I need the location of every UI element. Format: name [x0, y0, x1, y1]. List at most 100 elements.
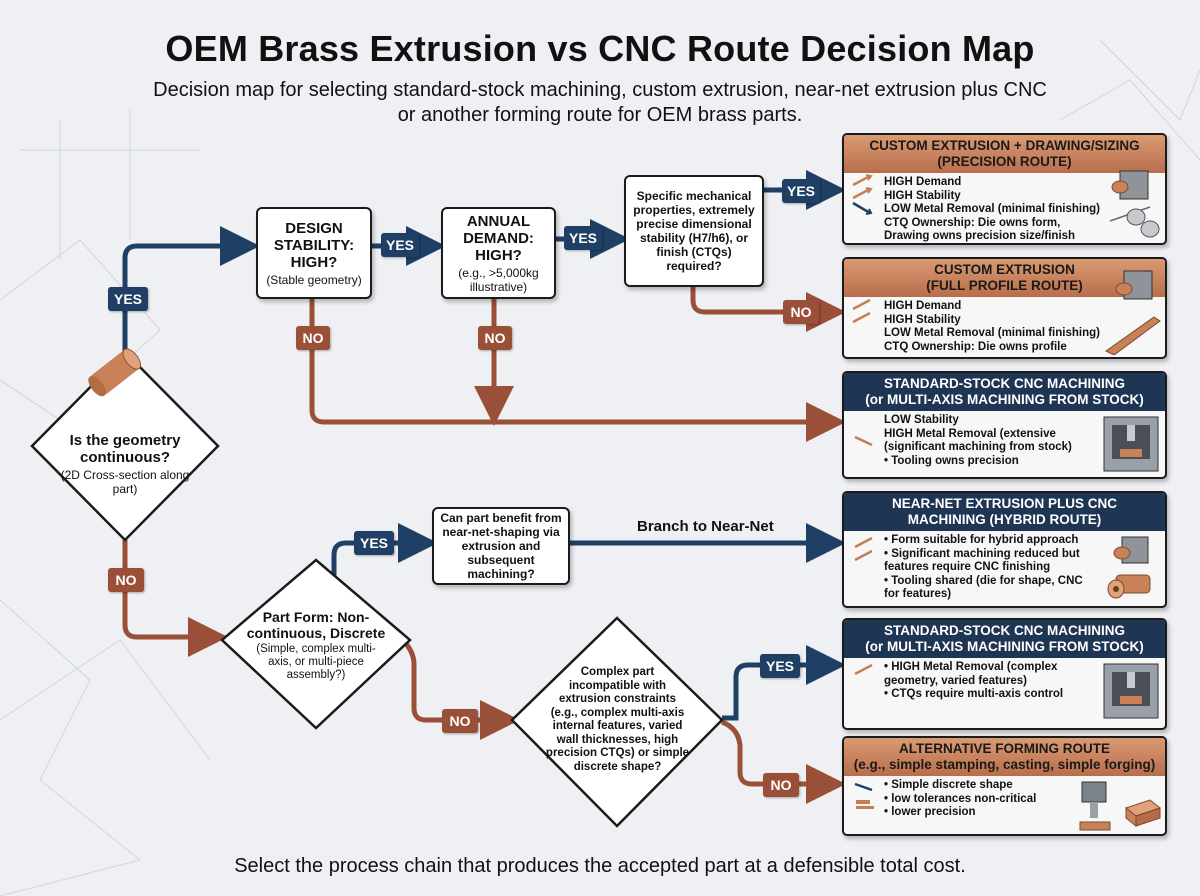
list-item: features require CNC finishing [884, 561, 1051, 573]
near-net-question: Can part benefit from near-net-shaping v… [440, 511, 562, 581]
tag-yes-complex: YES [760, 654, 800, 678]
design-stability-box: DESIGN STABILITY: HIGH? (Stable geometry… [256, 207, 372, 299]
background-network [0, 39, 1200, 896]
list-item: geometry, varied features) [884, 674, 1027, 687]
result-full-profile-body: HIGH Demand HIGH Stability LOW Metal Rem… [844, 297, 1165, 357]
tag-no-ctq: NO [783, 300, 819, 324]
tag-yes-demand: YES [564, 226, 602, 250]
result-precision-title: CUSTOM EXTRUSION + DRAWING/SIZING [869, 138, 1140, 153]
forming-press-icon [1079, 781, 1162, 831]
copper-rod-illustration [88, 348, 142, 397]
tag-yes-partform: YES [354, 531, 394, 555]
list-item: for features) [884, 588, 952, 600]
list-item: • Simple discrete shape [884, 779, 1013, 791]
trend-arrows-icon [854, 782, 874, 809]
list-item: Drawing owns precision size/finish [884, 230, 1076, 242]
result-precision-subtitle: (PRECISION ROUTE) [937, 154, 1072, 169]
list-item: • Significant machining reduced but [884, 547, 1080, 560]
design-stability-note: (Stable geometry) [266, 272, 362, 287]
page-subtitle: Decision map for selecting standard-stoc… [153, 79, 1047, 126]
result-stock-cnc-top-header: STANDARD-STOCK CNC MACHINING (or MULTI-A… [844, 373, 1165, 411]
list-item: • Tooling owns precision [884, 454, 1019, 467]
near-net-box: Can part benefit from near-net-shaping v… [432, 507, 570, 585]
result-stock-cnc-bottom-subtitle: (or MULTI-AXIS MACHINING FROM STOCK) [865, 639, 1144, 654]
part-form-question-note: (Simple, complex multi-axis, or multi-pi… [256, 642, 376, 681]
extrusion-die-icon [1109, 170, 1160, 238]
result-alternative-route: ALTERNATIVE FORMING ROUTE (e.g., simple … [842, 736, 1167, 836]
design-stability-question: DESIGN STABILITY: HIGH? [273, 219, 355, 271]
complex-question: Complex part incompatible with extrusion… [545, 660, 690, 780]
list-item: LOW Stability [884, 414, 959, 426]
hybrid-part-icon [1107, 536, 1151, 599]
arrow-geometry-no [122, 540, 228, 657]
geometry-question-text: Is the geometry continuous? [69, 432, 181, 466]
tag-no-design: NO [296, 326, 330, 350]
complex-question-text: Complex part incompatible with extrusion… [545, 666, 690, 773]
tag-yes-ctq: YES [782, 179, 820, 203]
list-item: HIGH Stability [884, 189, 961, 202]
result-stock-cnc-top-title: STANDARD-STOCK CNC MACHINING [884, 376, 1125, 391]
trend-arrows-icon [852, 298, 871, 324]
result-precision-body: HIGH Demand HIGH Stability LOW Metal Rem… [844, 173, 1165, 243]
list-item: • lower precision [884, 806, 976, 818]
result-precision-route: CUSTOM EXTRUSION + DRAWING/SIZING (PRECI… [842, 133, 1167, 245]
list-item: LOW Metal Removal (minimal finishing) [884, 203, 1100, 215]
trend-arrows-icon [854, 536, 873, 562]
result-alternative-header: ALTERNATIVE FORMING ROUTE (e.g., simple … [844, 738, 1165, 776]
list-item: • Tooling shared (die for shape, CNC [884, 574, 1083, 587]
result-stock-cnc-bottom-body: • HIGH Metal Removal (complex geometry, … [844, 658, 1165, 705]
branch-near-net-label: Branch to Near-Net [637, 518, 774, 535]
arrow-partform-no [401, 638, 520, 740]
annual-demand-question: ANNUAL DEMAND: HIGH? [463, 212, 534, 264]
result-hybrid-body: • Form suitable for hybrid approach • Si… [844, 531, 1165, 605]
trend-arrows-icon [854, 663, 873, 676]
list-item: CTQ Ownership: Die owns profile [884, 340, 1067, 353]
list-item: HIGH Demand [884, 176, 962, 188]
list-item: HIGH Stability [884, 313, 961, 326]
tag-no-demand: NO [478, 326, 512, 350]
result-full-profile-header: CUSTOM EXTRUSION (FULL PROFILE ROUTE) [844, 259, 1165, 297]
list-item: HIGH Metal Removal (extensive [884, 427, 1056, 440]
result-hybrid-subtitle: MACHINING (HYBRID ROUTE) [907, 512, 1102, 527]
arrow-partform-yes [331, 523, 438, 582]
geometry-question: Is the geometry continuous? (2D Cross-se… [60, 428, 190, 500]
list-item: LOW Metal Removal (minimal finishing) [884, 327, 1100, 339]
extrusion-profile-icon [1105, 270, 1161, 355]
list-item: CTQ Ownership: Die owns form, [884, 216, 1061, 229]
ctq-question: Specific mechanical properties, extremel… [633, 189, 755, 273]
result-alternative-subtitle: (e.g., simple stamping, casting, simple … [853, 757, 1156, 772]
annual-demand-note: (e.g., >5,000kg illustrative) [458, 265, 539, 294]
tag-no-partform: NO [442, 709, 478, 733]
result-hybrid-title: NEAR-NET EXTRUSION PLUS CNC [891, 496, 1117, 511]
result-stock-cnc-bottom-header: STANDARD-STOCK CNC MACHINING (or MULTI-A… [844, 620, 1165, 658]
list-item: (significant machining from stock) [884, 441, 1072, 453]
result-hybrid-header: NEAR-NET EXTRUSION PLUS CNC MACHINING (H… [844, 493, 1165, 531]
annual-demand-box: ANNUAL DEMAND: HIGH? (e.g., >5,000kg ill… [441, 207, 556, 299]
list-item: • HIGH Metal Removal (complex [884, 661, 1058, 673]
list-item: • low tolerances non-critical [884, 792, 1037, 805]
ctq-box: Specific mechanical properties, extremel… [624, 175, 764, 287]
result-stock-cnc-top: STANDARD-STOCK CNC MACHINING (or MULTI-A… [842, 371, 1167, 479]
result-full-profile-subtitle: (FULL PROFILE ROUTE) [926, 278, 1083, 293]
tag-no-complex: NO [763, 773, 799, 797]
result-alternative-body: • Simple discrete shape • low tolerances… [844, 776, 1165, 823]
diamond-complex [510, 616, 724, 828]
arrow-design-no [309, 298, 846, 442]
list-item: HIGH Demand [884, 300, 962, 312]
arrow-geometry-yes [122, 226, 260, 355]
part-form-question: Part Form: Non-continuous, Discrete (Sim… [246, 598, 386, 692]
diamond-part-form [220, 558, 412, 730]
diamond-geometry [30, 350, 220, 542]
result-stock-cnc-top-body: LOW Stability HIGH Metal Removal (extens… [844, 411, 1165, 471]
arrow-ctq-no [690, 287, 846, 332]
result-stock-cnc-bottom: STANDARD-STOCK CNC MACHINING (or MULTI-A… [842, 618, 1167, 730]
list-item: • CTQs require multi-axis control [884, 688, 1064, 700]
result-alternative-title: ALTERNATIVE FORMING ROUTE [899, 741, 1110, 756]
page-footer: Select the process chain that produces t… [234, 855, 966, 877]
arrow-complex-yes [722, 645, 846, 721]
part-form-question-text: Part Form: Non-continuous, Discrete [246, 608, 386, 641]
page-title: OEM Brass Extrusion vs CNC Route Decisio… [165, 28, 1035, 69]
tag-no-geometry: NO [108, 568, 144, 592]
arrow-complex-no [721, 719, 846, 804]
